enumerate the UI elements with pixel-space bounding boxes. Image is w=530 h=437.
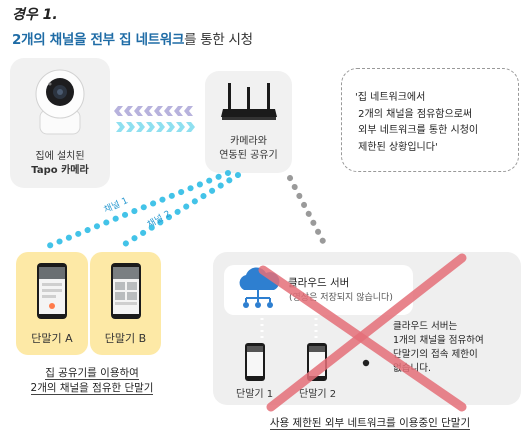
phone-2-label: 단말기 2 — [299, 389, 337, 400]
smartphone-icon — [245, 343, 265, 381]
camera-label-line2: Tapo 카메라 — [31, 165, 89, 176]
phone-a-card: 단말기 A — [16, 252, 88, 355]
channel-1-line — [43, 170, 231, 250]
external-link-line — [287, 175, 329, 250]
phone-1-label: 단말기 1 — [236, 389, 274, 400]
camera-card: 집에 설치된 Tapo 카메라 — [10, 58, 110, 188]
external-phones-caption: 사용 제한된 외부 네트워크를 이용중인 단말기 — [225, 415, 515, 430]
subtitle-highlight: 2개의 채널을 전부 집 네트워크 — [12, 32, 185, 48]
note-box — [341, 68, 519, 172]
camera-icon — [35, 69, 85, 135]
channel-2-line — [117, 172, 241, 250]
router-icon — [221, 83, 277, 120]
smartphone-icon — [111, 263, 141, 319]
phone-a-label: 단말기 A — [31, 332, 73, 345]
cyan-arrows — [116, 122, 195, 132]
dot-marker — [362, 359, 370, 367]
lavender-arrows — [114, 106, 193, 116]
external-caption-text: 사용 제한된 외부 네트워크를 이용중인 단말기 — [269, 417, 471, 430]
home-phones-caption: 집 공유기를 이용하여 2개의 채널을 점유한 단말기 — [8, 366, 176, 396]
note-text: '집 네트워크에서 2개의 채널을 점유함으로써 외부 네트워크를 통한 시청이… — [355, 92, 479, 153]
router-card: 카메라와 연동된 공유기 — [205, 71, 292, 173]
phone-b-card: 단말기 B — [90, 252, 161, 355]
smartphone-icon — [37, 263, 67, 319]
subtitle-rest: 를 통한 시청 — [184, 32, 253, 48]
camera-router-link — [114, 106, 195, 132]
router-label-line1: 카메라와 — [230, 136, 267, 147]
case-title: 경우 1. — [12, 7, 58, 23]
router-label-line2: 연동된 공유기 — [219, 150, 278, 161]
home-caption-line1: 집 공유기를 이용하여 — [45, 367, 139, 380]
phone-b-label: 단말기 B — [104, 332, 147, 345]
home-caption-line2: 2개의 채널을 점유한 단말기 — [30, 382, 154, 395]
diagram-subtitle: 2개의 채널을 전부 집 네트워크를 통한 시청 — [12, 28, 253, 48]
cloud-server-subtitle: (영상은 저장되지 않습니다) — [289, 293, 393, 303]
camera-label-line1: 집에 설치된 — [35, 151, 85, 162]
cloud-server-title: 클라우드 서버 — [288, 277, 350, 289]
